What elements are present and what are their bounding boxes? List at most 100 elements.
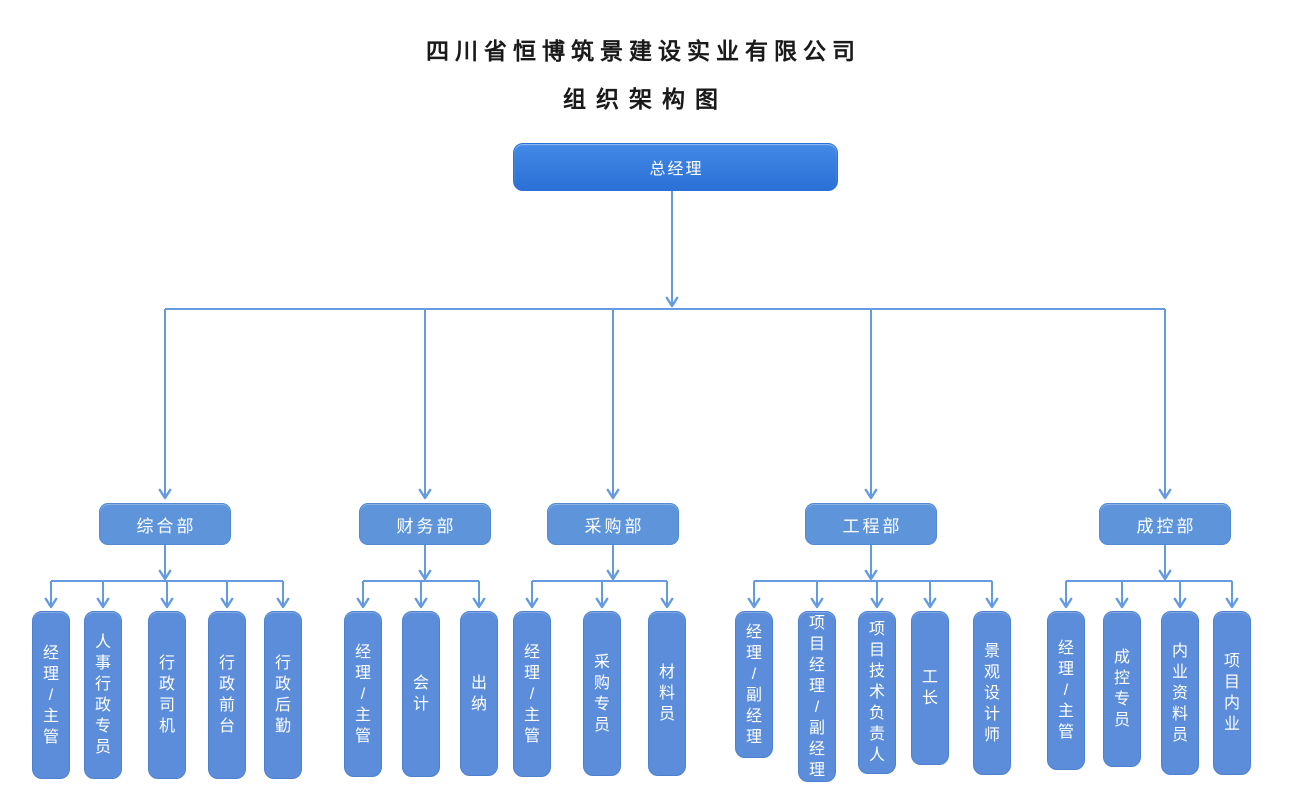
position-node: 人事行政专员 <box>84 611 122 779</box>
position-label-char: 设 <box>983 684 1000 702</box>
position-label-char: 后 <box>274 697 291 714</box>
dept-label: 综合部 <box>136 516 197 536</box>
position-label-char: 前 <box>218 697 235 714</box>
position-label-char: 理 <box>1057 661 1074 678</box>
position-label-char: 料 <box>1171 705 1188 723</box>
root-label: 总经理 <box>649 161 704 178</box>
position-label-char: 理 <box>808 677 825 695</box>
position-label-char: 行 <box>158 655 175 672</box>
position-label-char: 观 <box>983 663 1000 681</box>
position-label-char: 出 <box>470 674 487 692</box>
position-label-char: 事 <box>94 655 111 672</box>
position-label-char: 经 <box>1057 640 1074 657</box>
position-label-char: / <box>529 685 535 703</box>
position-label-char: 材 <box>658 664 675 681</box>
position-label-char: 负 <box>868 705 885 722</box>
position-node: 项目技术负责人 <box>858 611 896 774</box>
position-node: 工长 <box>911 611 949 765</box>
position-label-char: 理 <box>42 665 59 683</box>
position-label-char: 目 <box>808 635 825 653</box>
position-label-char: / <box>814 698 820 716</box>
position-label-char: 员 <box>593 716 610 734</box>
position-label-char: / <box>1063 682 1069 699</box>
company-name: 四川省恒博筑景建设实业有限公司 <box>426 39 861 64</box>
position-label-char: 经 <box>523 643 540 661</box>
position-node: 行政前台 <box>208 611 246 779</box>
position-label-char: 师 <box>983 726 1000 744</box>
position-label-char: 机 <box>158 718 175 735</box>
position-label-char: 业 <box>1223 716 1240 733</box>
position-label-char: 景 <box>983 642 1000 660</box>
position-label-char: 专 <box>1113 691 1130 708</box>
dept-node: 采购部 <box>547 503 679 545</box>
dept-node: 财务部 <box>359 503 491 545</box>
position-label-char: 政 <box>274 676 291 693</box>
position-label-char: 内 <box>1223 695 1240 712</box>
dept-node: 成控部 <box>1099 503 1231 545</box>
position-label-char: 人 <box>94 634 111 651</box>
position-label-char: 主 <box>42 707 59 725</box>
position-label-char: 理 <box>808 761 825 779</box>
position-label-char: 员 <box>658 706 675 723</box>
position-label-char: 理 <box>745 728 762 746</box>
position-label-char: 料 <box>658 685 675 702</box>
position-node: 出纳 <box>460 611 498 776</box>
position-label-char: 副 <box>745 686 762 704</box>
chart-title: 四川省恒博筑景建设实业有限公司 组织架构图 <box>0 32 1281 114</box>
position-label-char: 技 <box>868 663 885 680</box>
position-node: 成控专员 <box>1103 611 1141 767</box>
position-label-char: 主 <box>523 706 540 724</box>
position-label-char: 员 <box>1171 726 1188 744</box>
position-label-char: 经 <box>808 656 825 674</box>
position-label-char: 目 <box>868 642 885 659</box>
dept-label: 财务部 <box>396 516 457 536</box>
position-node: 项目经理/副经理 <box>798 611 836 782</box>
position-node: 行政司机 <box>148 611 186 779</box>
position-label-char: 计 <box>983 705 1000 723</box>
position-label-char: 术 <box>868 684 885 701</box>
position-label-char: 员 <box>94 739 111 756</box>
position-node: 经理/副经理 <box>735 611 773 758</box>
position-label-char: 主 <box>1057 703 1074 720</box>
position-node: 材料员 <box>648 611 686 776</box>
position-node: 项目内业 <box>1213 611 1251 775</box>
position-label-char: 纳 <box>470 695 487 713</box>
position-node: 经理/主管 <box>344 611 382 777</box>
position-node: 行政后勤 <box>264 611 302 779</box>
position-label-char: 工 <box>921 669 938 686</box>
position-label-char: / <box>360 685 366 703</box>
position-label-char: 项 <box>868 621 885 638</box>
position-label-char: 采 <box>593 653 610 671</box>
position-label-char: 人 <box>868 747 885 764</box>
dept-node: 工程部 <box>805 503 937 545</box>
position-label-char: 政 <box>158 676 175 693</box>
position-label-char: 经 <box>745 623 762 641</box>
dept-label: 工程部 <box>842 516 903 536</box>
position-label-char: 台 <box>218 718 235 735</box>
position-label-char: 理 <box>745 644 762 662</box>
position-label-char: 勤 <box>274 718 291 735</box>
dept-label: 成控部 <box>1136 516 1197 536</box>
position-label-char: / <box>751 665 757 683</box>
position-label-char: 购 <box>593 674 610 692</box>
position-label-char: 司 <box>158 697 175 714</box>
position-label-char: 经 <box>354 643 371 661</box>
position-label-char: 责 <box>868 726 885 743</box>
position-label-char: 管 <box>523 727 540 745</box>
position-label-char: 会 <box>412 675 429 692</box>
position-label-char: 行 <box>94 676 111 693</box>
position-label-char: 计 <box>412 696 429 713</box>
position-label-char: 管 <box>354 727 371 745</box>
position-label-char: 副 <box>808 719 825 737</box>
position-label-char: 管 <box>1057 724 1074 741</box>
position-node: 景观设计师 <box>973 611 1011 775</box>
position-label-char: 经 <box>42 644 59 662</box>
position-node: 经理 / 主管 <box>1047 611 1085 770</box>
position-label-char: 经 <box>808 740 825 758</box>
position-label-char: 内 <box>1171 642 1188 660</box>
position-node: 会计 <box>402 611 440 777</box>
position-label-char: 员 <box>1113 712 1130 729</box>
position-node: 内业资料员 <box>1161 611 1199 775</box>
position-label-char: / <box>48 686 54 704</box>
